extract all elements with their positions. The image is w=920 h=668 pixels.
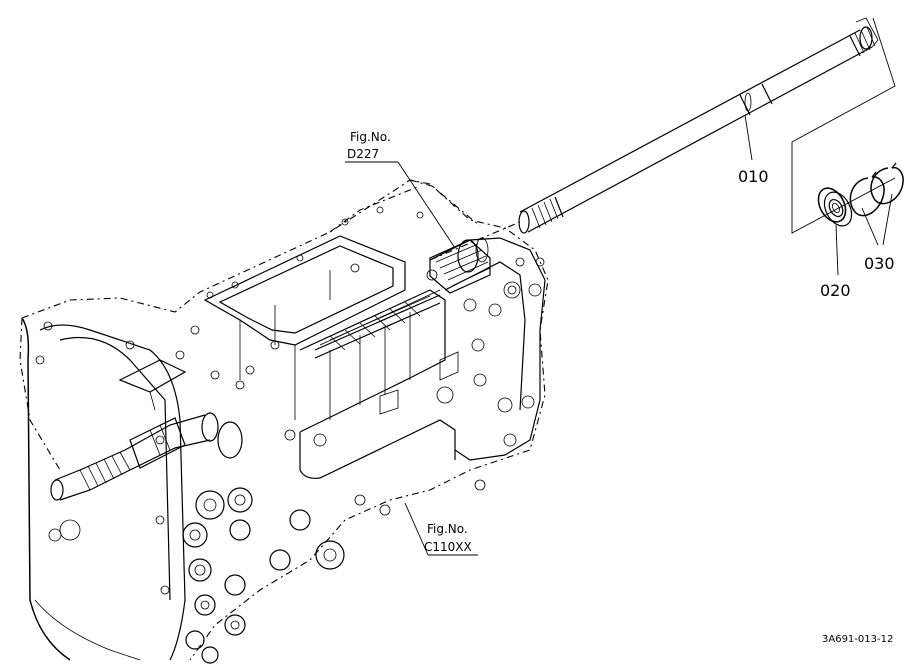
leader-lines: [345, 114, 893, 556]
part-label-010: 010: [738, 167, 769, 186]
part-010-shaft: [429, 17, 879, 261]
fig-ref-c110xx-line1: Fig.No.: [427, 522, 468, 536]
input-shaft-front: [50, 359, 243, 501]
part-label-020: 020: [820, 281, 851, 300]
part-030-snap-rings: [849, 162, 904, 217]
fig-ref-d227-line2: D227: [347, 147, 379, 161]
transmission-case: [19, 179, 549, 664]
part-label-030: 030: [864, 254, 895, 273]
countershaft-gear: [429, 237, 491, 294]
fig-ref-c110xx-line2: C110XX: [424, 540, 472, 554]
part-020-bearing: [817, 187, 853, 227]
reference-bracket: [791, 17, 896, 234]
drawing-code: 3A691-013-12: [822, 634, 893, 645]
fig-ref-d227-line1: Fig.No.: [350, 130, 391, 144]
